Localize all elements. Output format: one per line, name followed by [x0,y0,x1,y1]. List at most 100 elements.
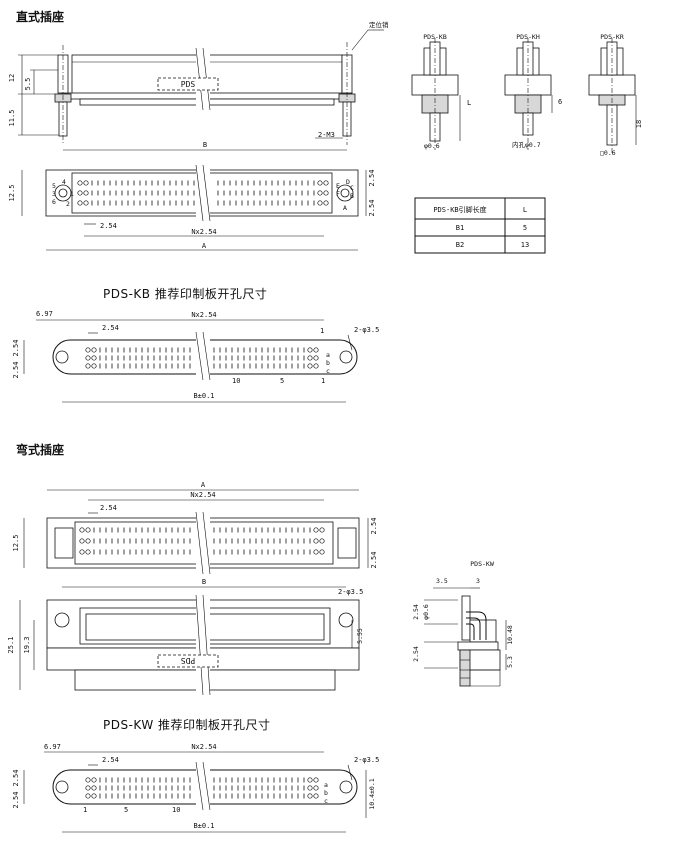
pin-hole [83,200,89,206]
dim-h5-5: 5.5 [24,78,32,91]
kb-pcb-layout: a b c 10 5 1 6.97 Nx2.54 2.54 2-φ3.5 1 2… [12,310,379,403]
pin-hole [91,793,97,799]
kw-dim-254-b: 2.54 [412,646,420,662]
pin-hole [85,785,91,791]
right-label-f: F [336,190,340,198]
variant-kr-dim: □0.6 [600,149,616,157]
kb-dim-nx: Nx2.54 [191,311,216,319]
right-label-e: E [336,182,340,190]
kw-dim-3: 3 [476,577,480,585]
pin-hole [85,538,91,544]
kw-dim-holes: 2-φ3.5 [354,756,379,764]
pin-hole [85,363,91,369]
pin-hole [79,527,85,533]
right-label-d: D [346,178,350,186]
pin-hole [85,777,91,783]
ra-dim-h19-3: 19.3 [23,637,31,654]
subtitle-kw-pcb: PDS-KW 推荐印制板开孔尺寸 [103,718,271,732]
variant-kr-title: PDS-KR [600,33,624,41]
table-cell-b2: B2 [456,241,464,249]
dim-a: A [202,242,207,250]
pin-hole [77,190,83,196]
kb-row-c: c [326,367,330,375]
pin-hole [91,363,97,369]
pin-hole [313,347,319,353]
straight-plan-view: 5 3 6 4 2 1 D C B A F E 12.5 2.54 2.54 2… [8,164,376,251]
kb-dim-v1: 2.54 [12,340,20,357]
kb-dim-one: 1 [320,327,324,335]
locating-pin-label: 定位销 [369,20,389,29]
pin-hole [91,777,97,783]
pin-hole [307,793,313,799]
pin-hole [91,347,97,353]
pin-hole [317,180,323,186]
kw-pcb-layout: a b c 1 5 10 6.97 Nx2.54 2.54 2-φ3.5 2.5… [12,743,379,833]
kb-dim-holes: 2-φ3.5 [354,326,379,334]
kw-pin-1: 1 [83,806,87,814]
pin-hole [83,190,89,196]
pin-hole [91,355,97,361]
ra-dim-holes: 2-φ3.5 [338,588,363,596]
dim-h11-5: 11.5 [8,110,16,127]
kb-pin-1: 1 [321,377,325,385]
kw-dim-3-5: 3.5 [436,577,448,585]
kw-row-a: a [324,781,328,789]
kw-dim-10-4: 10.4±0.1 [368,778,376,809]
straight-side-view: PDS 定位销 12 5.5 11.5 B 2-M3 [8,20,389,151]
pin-hole [313,777,319,783]
subtitle-kb-pcb: PDS-KB 推荐印制板开孔尺寸 [103,287,268,301]
kw-dim-v2: 2.54 [12,792,20,809]
kw-dim-5-3: 5.3 [506,656,514,668]
kb-dim-697: 6.97 [36,310,53,318]
ra-dim-v1: 2.54 [370,518,378,535]
kw-side-title: PDS-KW [470,560,494,568]
variant-kb: PDS-KB L φ0.6 [411,33,471,150]
left-label-3: 3 [52,190,56,198]
dim-254-right-a: 2.54 [368,170,376,187]
table-header-0: PDS-KB引脚长度 [433,205,486,214]
section-title-straight: 直式插座 [16,10,65,24]
pin-hole [319,527,325,533]
ra-plan-view: A Nx2.54 2.54 12.5 2.54 2.54 [12,481,378,575]
pin-hole [313,549,319,555]
pin-hole [307,347,313,353]
left-label-2: 2 [66,200,70,208]
kw-pin-10: 10 [172,806,180,814]
pin-hole [323,190,329,196]
pin-hole [313,785,319,791]
pin-hole [77,200,83,206]
kb-pin-5: 5 [280,377,284,385]
pin-hole [307,785,313,791]
pin-hole [83,180,89,186]
dim-b-top: B [203,141,207,149]
variant-kr: PDS-KR 18 □0.6 [588,33,643,157]
table-cell-b2-l: 13 [521,241,529,249]
ra-dim-h12-5: 12.5 [12,535,20,552]
variant-kb-title: PDS-KB [423,33,447,41]
kw-dim-254: 2.54 [102,756,119,764]
section-title-right-angle: 弯式插座 [16,443,65,457]
table-cell-b1: B1 [456,224,464,232]
kw-dim-b: B±0.1 [193,822,214,830]
dim-254-bottom: 2.54 [100,222,117,230]
ra-front-view: B PDS 2-φ3.5 25.1 19.3 5.55 [7,578,364,696]
ra-dim-a: A [201,481,206,489]
pin-hole [313,363,319,369]
pin-hole [317,190,323,196]
ra-brand-label: PDS [181,656,196,665]
variant-kh-dim: 内孔φ0.7 [512,140,541,149]
table-header-1: L [523,206,527,214]
variant-kb-len: L [467,99,471,107]
kb-row-a: a [326,351,330,359]
pin-hole [313,527,319,533]
right-label-b: B [350,192,354,200]
kb-dim-b: B±0.1 [193,392,214,400]
ra-dim-b: B [202,578,206,586]
pin-hole [85,347,91,353]
variant-kb-dim: φ0.6 [424,142,440,150]
pin-hole [323,180,329,186]
pin-hole [77,180,83,186]
pin-hole [317,200,323,206]
dim-2m3: 2-M3 [318,131,335,139]
